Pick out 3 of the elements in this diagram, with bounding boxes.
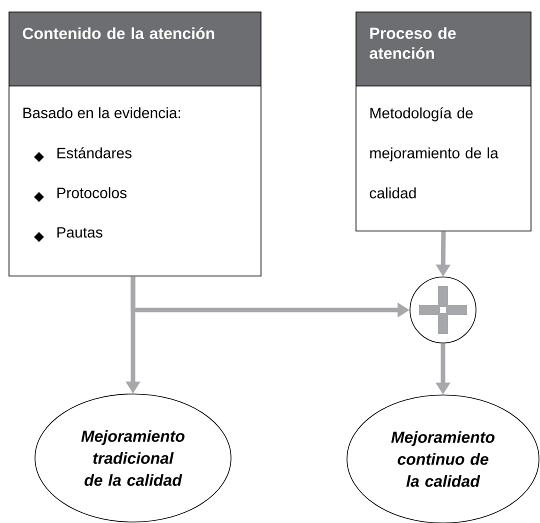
text-box: Contenido de la atención Basado en la evidencia: Estándares Protocolos Pautas <box>8 12 262 276</box>
plus-circle <box>410 276 476 344</box>
text-box: Proceso de atención Metodología de mejoramiento de la calidad <box>356 12 532 232</box>
